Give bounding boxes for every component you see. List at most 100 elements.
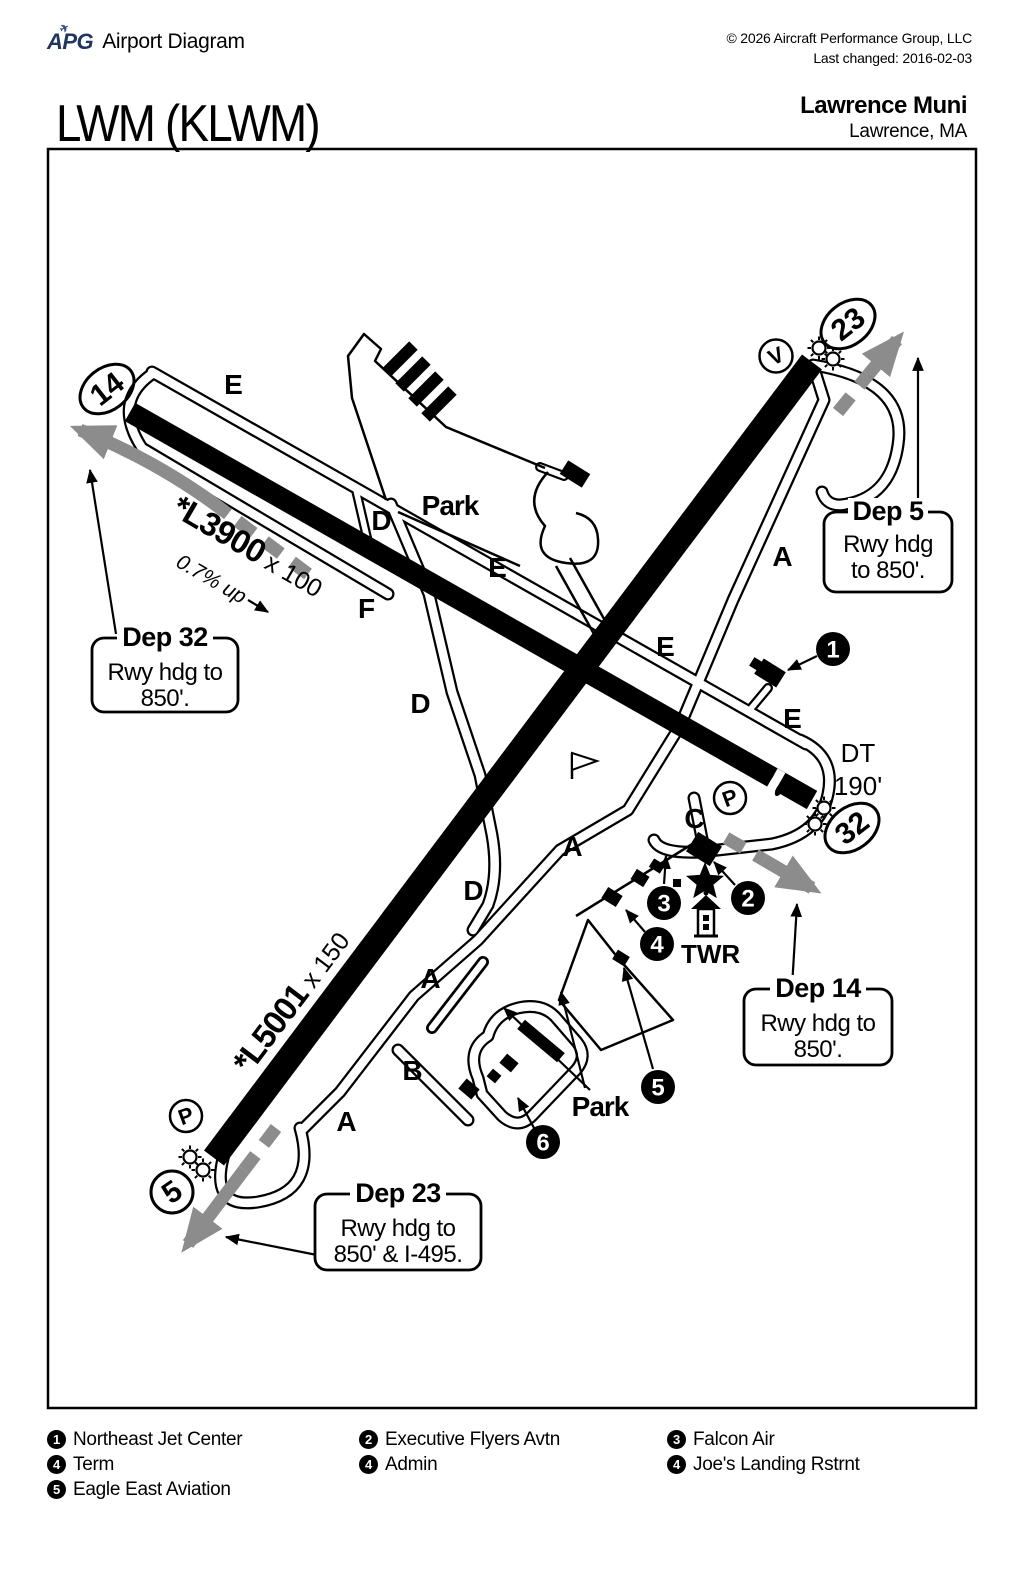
- marker5-arrow: [621, 966, 655, 1070]
- buildings: [382, 341, 786, 1100]
- airport-city: Lawrence, MA: [849, 121, 967, 142]
- callout-dep23: Dep 23 Rwy hdg to 850' & I-495.: [313, 1178, 483, 1272]
- runway-23-oval: [819, 297, 877, 351]
- marker-4: 4: [650, 932, 664, 959]
- windsock-icon: [570, 751, 601, 779]
- marker-3: 3: [657, 891, 670, 918]
- runways: [124, 354, 822, 1166]
- callout-dep5: Dep 5 Rwy hdg to 850'.: [822, 496, 954, 594]
- dep23-arrow: [181, 1166, 250, 1253]
- location-markers: 1 2 3 4 5 6: [526, 632, 850, 1159]
- dep32-line2: 850'.: [141, 685, 190, 712]
- product-title: Airport Diagram: [102, 30, 245, 53]
- runway-end-markers: [78, 297, 881, 1215]
- taxiway-c: C: [684, 803, 704, 834]
- tower-label: TWR: [681, 939, 740, 969]
- fbo-row-buildings: [601, 831, 722, 967]
- north-stub-building: [559, 460, 591, 488]
- legend-item: 5 Eagle East Aviation: [47, 1477, 242, 1502]
- marker2-arrow: [713, 861, 736, 886]
- legend-label: Admin: [385, 1453, 438, 1475]
- park-north-label: Park: [422, 490, 480, 521]
- dep14-arrow-dashes: [722, 832, 768, 866]
- dep32-pointer: [86, 468, 118, 635]
- park-south-label: Park: [572, 1091, 630, 1122]
- runway-end-5: 5: [156, 1174, 189, 1211]
- legend-item: 4 Joe's Landing Rstrnt: [667, 1452, 860, 1477]
- legend-label: Northeast Jet Center: [73, 1428, 243, 1450]
- legend-marker-icon: 2: [359, 1430, 378, 1449]
- tower-icon: [691, 890, 721, 938]
- taxiway-a3: A: [420, 963, 440, 994]
- circled-symbols: V P P: [168, 338, 794, 1134]
- legend-marker-icon: 4: [667, 1455, 686, 1474]
- marker6-arrow: [517, 1096, 535, 1129]
- apg-logo: APG✈: [47, 21, 94, 54]
- header: APG✈ Airport Diagram: [47, 21, 245, 57]
- dep23-title: Dep 23: [355, 1178, 441, 1208]
- copyright-block: © 2026 Aircraft Performance Group, LLC L…: [726, 28, 972, 68]
- dep23-arrow-dashes: [238, 1124, 282, 1174]
- park-south-arrow-1: [503, 1007, 591, 1091]
- taxiway-a4: A: [336, 1106, 356, 1137]
- dep23-pointer: [224, 1233, 323, 1258]
- beacon-star-icon: [685, 861, 725, 899]
- apron-edges: [346, 332, 703, 1052]
- legend-marker-icon: 1: [47, 1430, 66, 1449]
- departure-arrows: [69, 331, 905, 1253]
- dt-label: DT: [841, 738, 876, 768]
- taxiway-b: B: [402, 1055, 421, 1086]
- legend-label: Eagle East Aviation: [73, 1478, 231, 1500]
- marker3-arrow: [659, 854, 671, 885]
- runway-5-circle: [149, 1169, 195, 1215]
- diagram-border: [46, 147, 978, 1410]
- marker-1: 1: [826, 637, 839, 664]
- dep5-arrow: [861, 331, 905, 380]
- legend-item: 4 Term: [47, 1452, 242, 1477]
- runway-14-oval: [78, 362, 136, 416]
- runway-14-32: [124, 402, 818, 810]
- legend-column-1: 1 Northeast Jet Center 4 Term 5 Eagle East …: [47, 1427, 243, 1502]
- taxiway-f: F: [358, 593, 375, 624]
- dep32-title: Dep 32: [122, 622, 208, 652]
- callout-dep32: Dep 32 Rwy hdg to 850'.: [90, 622, 240, 714]
- pointer-arrows: [86, 356, 924, 1258]
- legend-marker-icon: 5: [47, 1480, 66, 1499]
- park-south-arrow-2: [558, 990, 587, 1089]
- legend-label: Term: [73, 1453, 115, 1475]
- displaced-threshold-mark: [764, 767, 786, 797]
- taxiway-d2: D: [410, 688, 430, 719]
- dep14-line1: Rwy hdg to: [760, 1010, 875, 1037]
- taxiway-labels: E D Park E F A E E D A C D A B A Park: [224, 369, 802, 1137]
- dep23-line2: 850' & I-495.: [334, 1241, 463, 1268]
- taxiway-a1: A: [772, 541, 792, 572]
- legend-item: 1 Northeast Jet Center: [47, 1427, 243, 1452]
- dep14-pointer: [790, 902, 803, 988]
- building-1: [749, 657, 786, 688]
- airport-code: LWM (KLWM): [56, 95, 321, 153]
- dep32-line1: Rwy hdg to: [107, 659, 222, 686]
- dep23-line1: Rwy hdg to: [340, 1215, 455, 1242]
- legend-label: Joe's Landing Rstrnt: [693, 1453, 860, 1475]
- dep5-arrow-dashes: [832, 370, 874, 417]
- taxiway-d1: D: [371, 505, 391, 536]
- dep14-line2: 850'.: [794, 1036, 843, 1063]
- callout-dep14: Dep 14 Rwy hdg to 850'.: [742, 973, 894, 1067]
- marker-6: 6: [536, 1130, 549, 1157]
- airport-name: Lawrence Muni: [800, 92, 967, 119]
- dt-distance: 190': [834, 771, 882, 801]
- hangar-comb: [382, 341, 457, 422]
- legend-label: Falcon Air: [693, 1428, 775, 1450]
- taxiway-e3: E: [656, 631, 674, 662]
- legend-label: Executive Flyers Avtn: [385, 1428, 560, 1450]
- marker4-arrow: [625, 909, 646, 933]
- dep5-title: Dep 5: [852, 496, 924, 526]
- slope-arrow: [247, 599, 270, 613]
- legend-marker-icon: 4: [47, 1455, 66, 1474]
- south-ramp-buildings: [458, 1019, 565, 1100]
